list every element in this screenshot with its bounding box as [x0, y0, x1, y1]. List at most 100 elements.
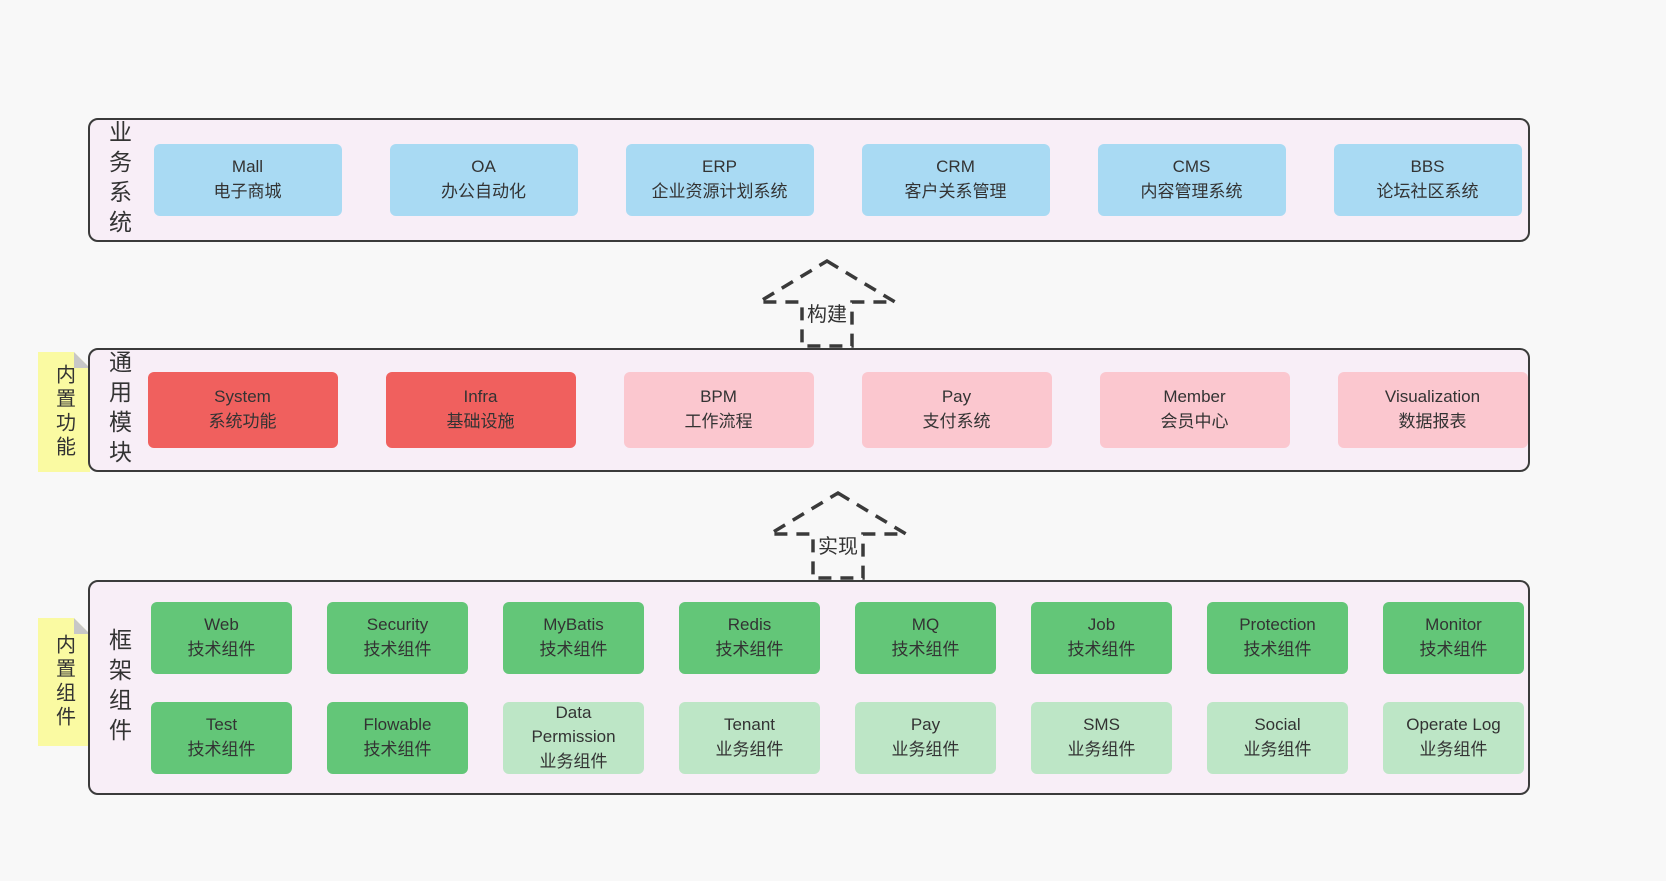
- box-pay: Pay 支付系统: [861, 372, 1052, 448]
- box-tenant: Tenant 业务组件: [679, 701, 820, 774]
- box-sms: SMS 业务组件: [1031, 701, 1172, 774]
- box-job: Job 技术组件: [1031, 601, 1172, 674]
- box-subtitle: 电子商城: [213, 182, 282, 201]
- box-title: Flowable: [363, 714, 432, 734]
- box-title: BBS: [1410, 157, 1445, 177]
- box-title: CMS: [1172, 157, 1211, 177]
- box-erp: ERP 企业资源计划系统: [625, 144, 814, 216]
- box-title: Job: [1087, 614, 1116, 634]
- box-subtitle: 业务组件: [715, 739, 784, 759]
- build-arrow: 构建: [752, 256, 902, 348]
- box-subtitle: 业务组件: [539, 751, 608, 771]
- box-subtitle: 技术组件: [891, 639, 960, 659]
- box-subtitle: 数据报表: [1398, 412, 1467, 431]
- box-title: Mall: [231, 157, 264, 177]
- box-member: Member 会员中心: [1099, 372, 1290, 448]
- box-title: Tenant: [723, 714, 776, 734]
- box-subtitle: 工作流程: [684, 412, 753, 431]
- box-title: Operate Log: [1406, 714, 1501, 734]
- box-title: Protection: [1239, 614, 1316, 634]
- band-label-common-modules: 通用模块: [105, 350, 132, 470]
- box-title: Visualization: [1384, 387, 1481, 407]
- box-subtitle: 技术组件: [187, 739, 256, 759]
- box-subtitle: 技术组件: [1067, 639, 1136, 659]
- box-title: Redis: [727, 614, 772, 634]
- box-bpm: BPM 工作流程: [623, 372, 814, 448]
- box-subtitle: 客户关系管理: [904, 182, 1007, 201]
- build-arrow-outline: [752, 258, 902, 348]
- box-title: Web: [204, 614, 239, 634]
- box-visualization: Visualization 数据报表: [1337, 372, 1528, 448]
- box-subtitle: 技术组件: [539, 639, 608, 659]
- box-data-permission: Data Permission 业务组件: [503, 701, 644, 774]
- box-title: Infra: [463, 387, 498, 407]
- box-subtitle: 业务组件: [891, 739, 960, 759]
- box-subtitle: 技术组件: [363, 739, 432, 759]
- box-subtitle: 技术组件: [187, 639, 256, 659]
- box-bbs: BBS 论坛社区系统: [1333, 144, 1522, 216]
- implement-arrow: 实现: [763, 488, 913, 580]
- box-title: Pay: [910, 714, 941, 734]
- box-subtitle: 业务组件: [1243, 739, 1312, 759]
- box-title: MyBatis: [543, 614, 604, 634]
- box-subtitle: 企业资源计划系统: [651, 182, 788, 201]
- box-mall: Mall 电子商城: [153, 144, 342, 216]
- sticky-note-builtin-components: 内置组件: [38, 618, 90, 746]
- box-title: CRM: [936, 157, 975, 177]
- box-subtitle: 技术组件: [715, 639, 784, 659]
- build-arrow-label: 构建: [804, 298, 850, 327]
- box-subtitle: 业务组件: [1067, 739, 1136, 759]
- sticky-note-label: 内置功能: [52, 364, 75, 460]
- box-subtitle: 论坛社区系统: [1376, 182, 1479, 201]
- sticky-note-builtin-features: 内置功能: [38, 352, 90, 472]
- box-title: Pay: [941, 387, 972, 407]
- box-social: Social 业务组件: [1207, 701, 1348, 774]
- box-flowable: Flowable 技术组件: [327, 701, 468, 774]
- box-subtitle: 支付系统: [922, 412, 991, 431]
- box-subtitle: 会员中心: [1160, 412, 1229, 431]
- box-test: Test 技术组件: [151, 701, 292, 774]
- band-label-framework-components: 框架组件: [105, 627, 132, 748]
- box-pay: Pay 业务组件: [855, 701, 996, 774]
- box-monitor: Monitor 技术组件: [1383, 601, 1524, 674]
- box-subtitle: 技术组件: [1243, 639, 1312, 659]
- box-mybatis: MyBatis 技术组件: [503, 601, 644, 674]
- box-mq: MQ 技术组件: [855, 601, 996, 674]
- box-title: BPM: [700, 387, 737, 407]
- box-title: OA: [471, 157, 496, 177]
- box-title: ERP: [702, 157, 737, 177]
- box-web: Web 技术组件: [151, 601, 292, 674]
- box-operate-log: Operate Log 业务组件: [1383, 701, 1524, 774]
- box-title: Data Permission: [531, 702, 616, 747]
- box-title: MQ: [911, 614, 940, 634]
- box-title: Test: [205, 714, 238, 734]
- box-protection: Protection 技术组件: [1207, 601, 1348, 674]
- box-title: Social: [1254, 714, 1301, 734]
- implement-arrow-outline: [763, 490, 913, 580]
- box-title: Member: [1163, 387, 1226, 407]
- box-title: SMS: [1083, 714, 1120, 734]
- sticky-note-label: 内置组件: [52, 634, 75, 730]
- box-subtitle: 技术组件: [1419, 639, 1488, 659]
- band-label-business-systems: 业务系统: [105, 120, 132, 240]
- box-subtitle: 业务组件: [1419, 739, 1488, 759]
- box-redis: Redis 技术组件: [679, 601, 820, 674]
- implement-arrow-label: 实现: [815, 530, 861, 559]
- box-title: Monitor: [1425, 614, 1482, 634]
- box-title: System: [214, 387, 271, 407]
- box-subtitle: 技术组件: [363, 639, 432, 659]
